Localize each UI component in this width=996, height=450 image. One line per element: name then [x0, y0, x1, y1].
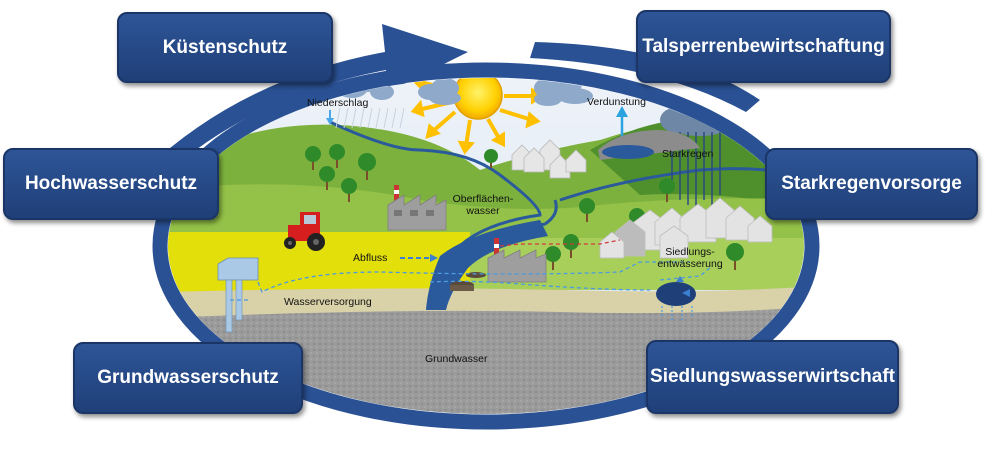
hochwasserschutz-box[interactable]: Hochwasserschutz — [3, 148, 219, 220]
cycle-arrow-right — [530, 42, 760, 112]
label-siedlungs-line1: Siedlungs- — [665, 246, 715, 258]
label-verdunstung: Verdunstung — [587, 96, 646, 108]
label-wasserversorgung: Wasserversorgung — [284, 296, 372, 308]
label-abfluss: Abfluss — [353, 252, 388, 264]
label-oberflaechenwasser-line2: wasser — [466, 205, 500, 217]
sewer-basin — [656, 282, 696, 306]
village-top — [511, 139, 587, 179]
runoff-arrow-icon — [400, 254, 438, 262]
cycle-ring — [152, 62, 820, 430]
label-niederschlag: Niederschlag — [307, 97, 369, 109]
trees — [305, 144, 744, 270]
inflow-arrows-icon — [676, 276, 690, 297]
label-siedlungsentwaesserung: Siedlungs- entwässerung — [650, 246, 730, 270]
kuestenschutz-box[interactable]: Küstenschutz — [117, 12, 333, 83]
label-grundwasser: Grundwasser — [425, 353, 488, 365]
label-oberflaechenwasser-line1: Oberflächen- — [452, 193, 514, 205]
pipe-network — [230, 239, 713, 301]
siedlungswasserwirtschaft-box[interactable]: Siedlungswasserwirtschaft — [646, 340, 899, 414]
reservoir — [598, 130, 700, 160]
settlement — [599, 197, 773, 259]
factory-top — [387, 185, 447, 231]
treatment-tanks — [450, 272, 486, 291]
talsperrenbewirtschaftung-box[interactable]: Talsperrenbewirtschaftung — [636, 10, 891, 83]
starkregenvorsorge-box[interactable]: Starkregenvorsorge — [765, 148, 978, 220]
rain-area — [335, 107, 405, 129]
river-mouth — [426, 220, 548, 310]
heavy-rain-lines — [671, 132, 721, 210]
cycle-arrow — [170, 24, 468, 158]
label-siedlungs-line2: entwässerung — [657, 258, 723, 270]
label-starkregen: Starkregen — [662, 148, 714, 160]
grundwasserschutz-box[interactable]: Grundwasserschutz — [73, 342, 303, 414]
tractor-icon — [284, 212, 325, 251]
label-oberflaechenwasser: Oberflächen- wasser — [442, 193, 524, 217]
